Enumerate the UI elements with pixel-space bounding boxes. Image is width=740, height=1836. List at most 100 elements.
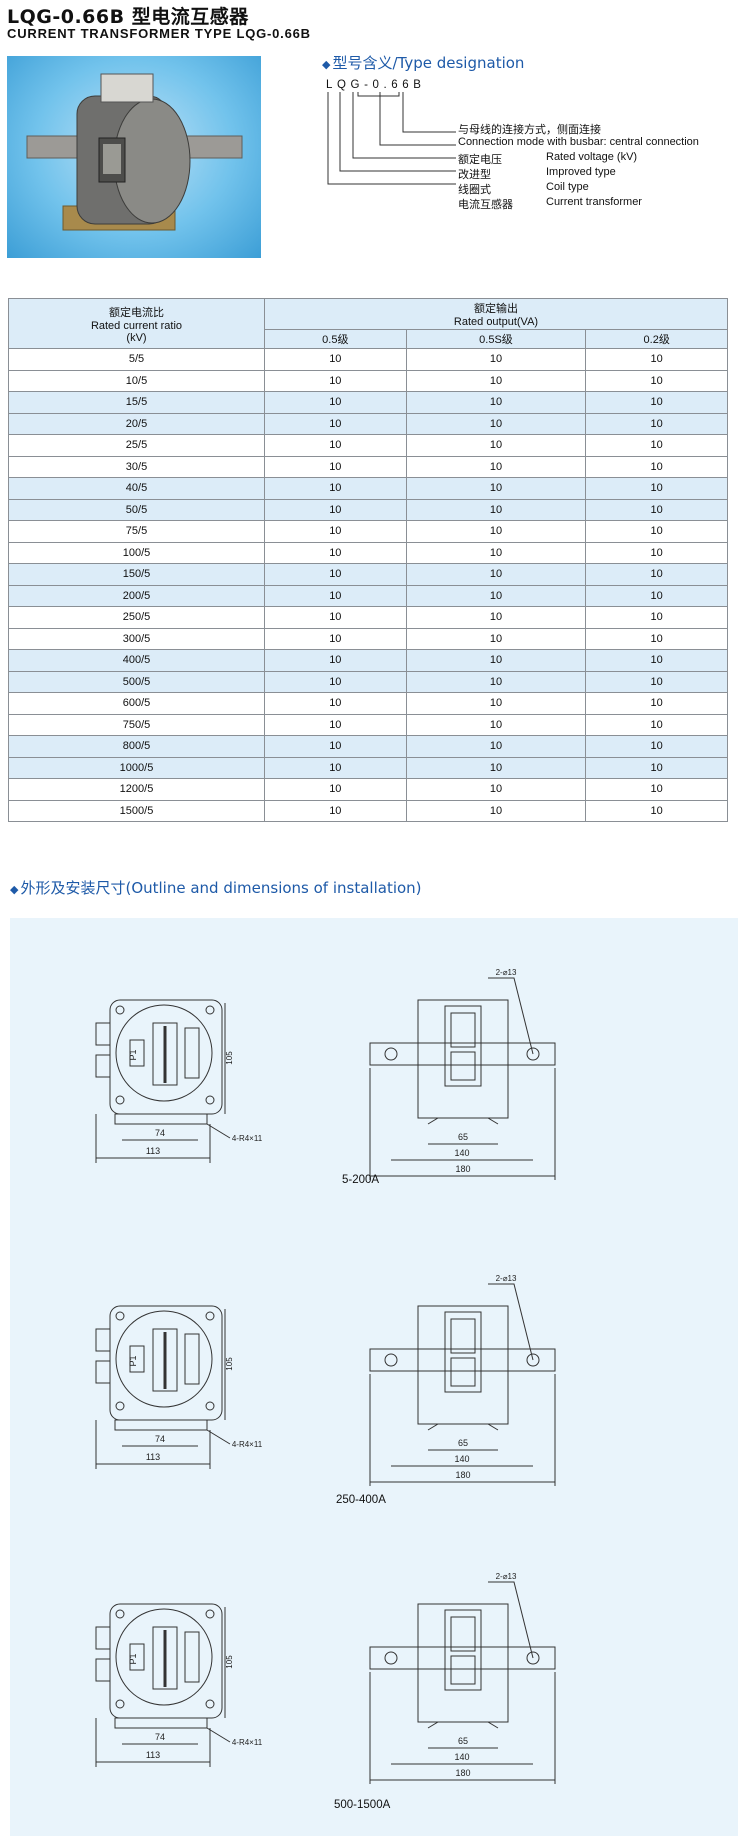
dimension-label: 105 (225, 1051, 234, 1065)
dimension-label: 74 (155, 1434, 165, 1444)
output-cell: 10 (264, 412, 407, 435)
output-cell: 10 (405, 778, 587, 801)
dimension-label: 74 (155, 1732, 165, 1742)
ratio-cell: 1000/5 (8, 756, 265, 779)
output-cell: 10 (405, 692, 587, 715)
output-cell: 10 (405, 520, 587, 543)
ratio-cell: 250/5 (8, 606, 265, 629)
dimension-label: 140 (454, 1752, 469, 1762)
designation-item-cn: 额定电压 (458, 154, 502, 166)
output-cell: 10 (264, 498, 407, 521)
output-cell: 10 (264, 735, 407, 758)
page-title: LQG-0.66B 型电流互感器 (7, 6, 249, 28)
terminal-marker-label: P1 (128, 1049, 138, 1060)
output-cell: 10 (405, 713, 587, 736)
output-cell: 10 (585, 498, 728, 521)
dimension-label: 2-⌀13 (496, 1572, 517, 1581)
output-cell: 10 (405, 477, 587, 500)
output-cell: 10 (405, 670, 587, 693)
ratio-cell: 500/5 (8, 670, 265, 693)
output-cell: 10 (405, 455, 587, 478)
output-cell: 10 (405, 412, 587, 435)
output-cell: 10 (585, 735, 728, 758)
dimension-label: 105 (225, 1655, 234, 1669)
dimension-label: 140 (454, 1454, 469, 1464)
dimension-label: 65 (458, 1736, 468, 1746)
column-header-class: 0.5级 (264, 329, 407, 349)
output-cell: 10 (405, 348, 587, 371)
bullet-icon: ◆ (10, 883, 19, 896)
output-cell: 10 (264, 434, 407, 457)
output-cell: 10 (405, 563, 587, 586)
output-cell: 10 (264, 627, 407, 650)
drawing-range-label: 250-400A (336, 1494, 386, 1506)
outline-heading: ◆外形及安装尺寸(Outline and dimensions of insta… (10, 879, 422, 897)
output-cell: 10 (264, 455, 407, 478)
output-cell: 10 (405, 369, 587, 392)
ratio-cell: 800/5 (8, 735, 265, 758)
output-cell: 10 (405, 799, 587, 822)
ratio-cell: 600/5 (8, 692, 265, 715)
output-cell: 10 (405, 498, 587, 521)
drawing-range-label: 500-1500A (334, 1799, 391, 1811)
ratio-cell: 30/5 (8, 455, 265, 478)
dimension-label: 65 (458, 1438, 468, 1448)
dimension-label: 4-R4×11 (232, 1440, 263, 1449)
ratio-cell: 50/5 (8, 498, 265, 521)
dimension-label: 180 (455, 1768, 470, 1778)
ratio-cell: 1200/5 (8, 778, 265, 801)
bullet-icon: ◆ (322, 58, 331, 71)
output-cell: 10 (585, 606, 728, 629)
designation-item-en: Connection mode with busbar: central con… (458, 136, 699, 148)
output-cell: 10 (405, 606, 587, 629)
dimension-label: 180 (455, 1164, 470, 1174)
dimension-label: 74 (155, 1128, 165, 1138)
output-cell: 10 (405, 649, 587, 672)
output-cell: 10 (264, 692, 407, 715)
ratio-cell: 150/5 (8, 563, 265, 586)
ratio-cell: 400/5 (8, 649, 265, 672)
designation-item-cn: 线圈式 (458, 184, 491, 196)
dimension-label: 4-R4×11 (232, 1134, 263, 1143)
output-cell: 10 (264, 778, 407, 801)
dimension-label: 113 (146, 1750, 160, 1760)
type-designation-heading: ◆型号含义/Type designation (322, 54, 525, 72)
ratio-cell: 1500/5 (8, 799, 265, 822)
ratio-cell: 300/5 (8, 627, 265, 650)
output-cell: 10 (405, 627, 587, 650)
output-cell: 10 (264, 584, 407, 607)
output-cell: 10 (585, 348, 728, 371)
designation-leader-lines (327, 92, 456, 185)
output-cell: 10 (264, 756, 407, 779)
output-cell: 10 (585, 649, 728, 672)
dimension-label: 140 (454, 1148, 469, 1158)
ratio-cell: 5/5 (8, 348, 265, 371)
ratio-cell: 15/5 (8, 391, 265, 414)
output-cell: 10 (264, 541, 407, 564)
output-cell: 10 (405, 735, 587, 758)
output-cell: 10 (585, 756, 728, 779)
outline-drawing (95, 1283, 556, 1486)
output-cell: 10 (405, 391, 587, 414)
output-cell: 10 (264, 713, 407, 736)
output-cell: 10 (585, 799, 728, 822)
output-cell: 10 (264, 391, 407, 414)
dimension-drawing-canvas: 105741134-R4×11P12-⌀1365140180105741134-… (95, 968, 556, 1784)
